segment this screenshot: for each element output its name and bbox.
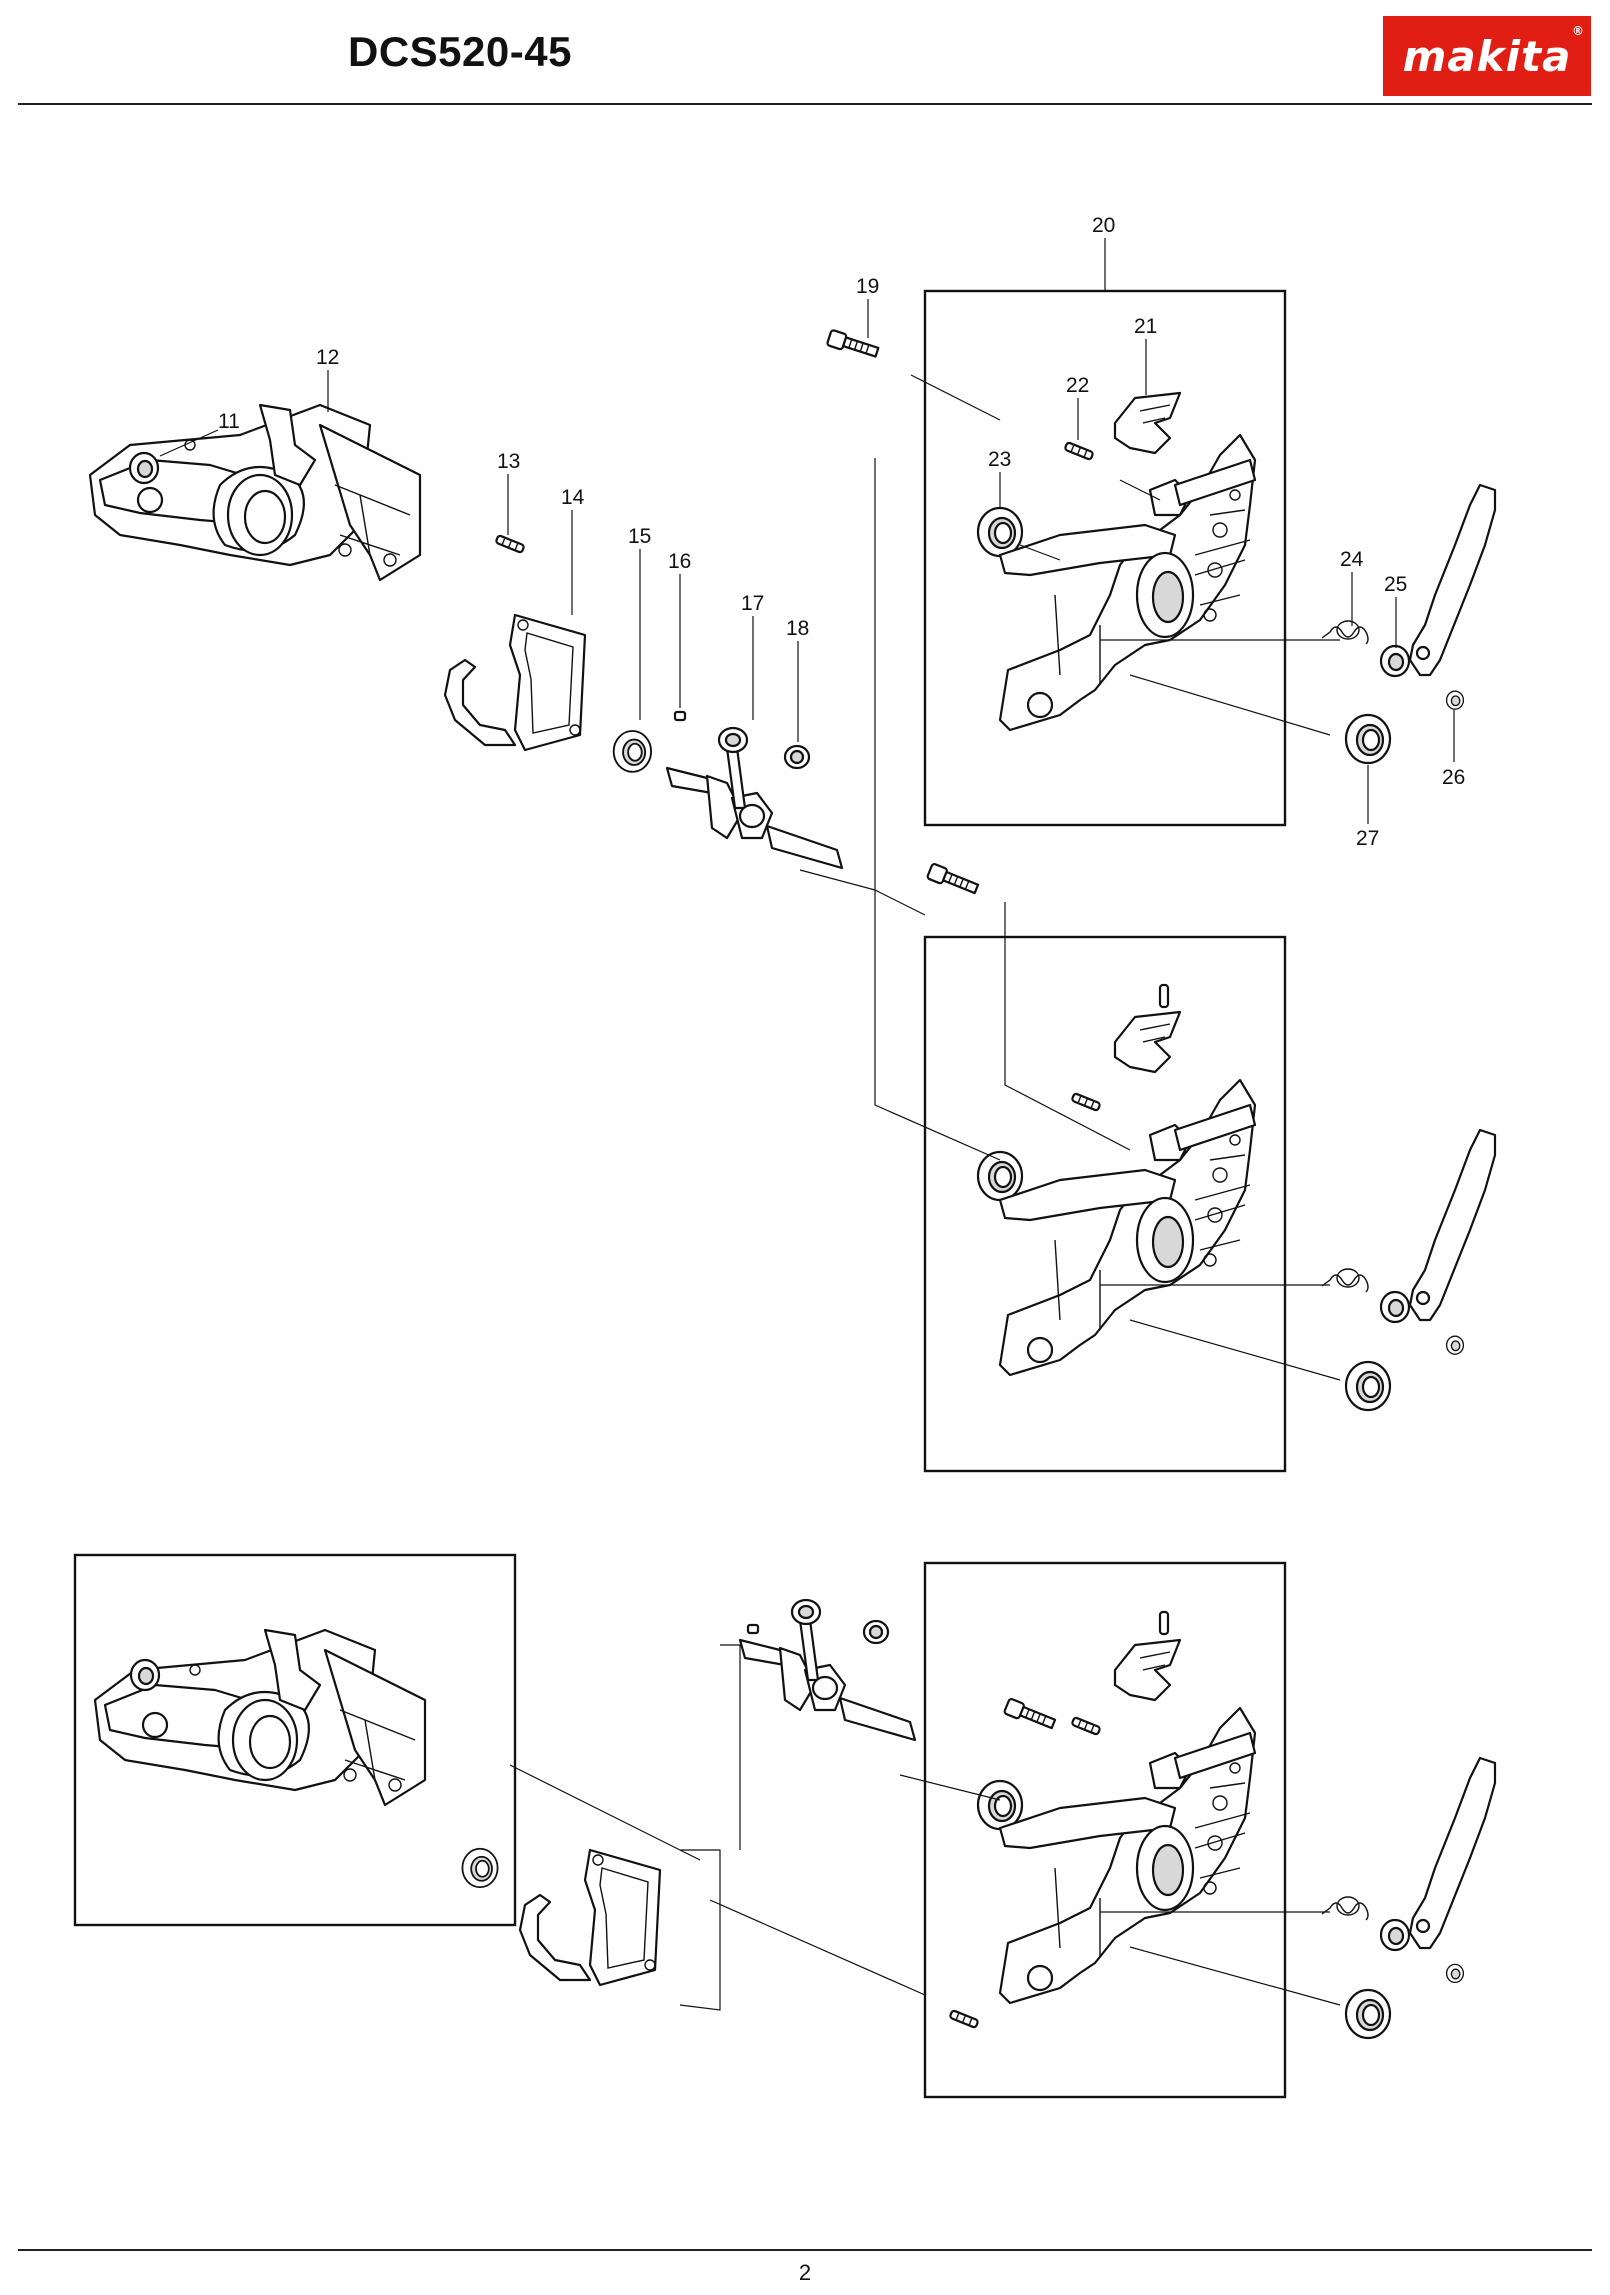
callout-11: 11 (218, 410, 240, 433)
callout-12: 12 (316, 346, 339, 369)
callout-23: 23 (988, 448, 1011, 471)
page-number: 2 (798, 2260, 812, 2285)
footer-rule (18, 2249, 1592, 2251)
callout-13: 13 (497, 450, 520, 473)
callout-20: 20 (1092, 214, 1115, 237)
registered-mark: ® (1572, 24, 1585, 38)
callout-24: 24 (1340, 548, 1364, 571)
callout-22: 22 (1066, 374, 1089, 397)
callout-21: 21 (1134, 315, 1157, 338)
callout-27: 27 (1356, 827, 1379, 850)
header-rule (18, 103, 1592, 105)
makita-logo: makita ® (1383, 16, 1591, 96)
brand-wordmark: makita (1402, 32, 1572, 81)
callout-19: 19 (856, 275, 879, 298)
callout-25: 25 (1384, 573, 1407, 596)
callout-labels: 11 12 13 14 15 16 17 18 19 20 21 22 23 2… (159, 214, 1465, 850)
callout-16: 16 (668, 550, 691, 573)
callout-14: 14 (561, 486, 585, 509)
callout-18: 18 (786, 617, 809, 640)
callout-15: 15 (628, 525, 651, 548)
seal-part-11 (128, 451, 160, 485)
callout-26: 26 (1442, 766, 1465, 789)
model-title: DCS520-45 (348, 28, 572, 75)
callout-17: 17 (741, 592, 764, 615)
